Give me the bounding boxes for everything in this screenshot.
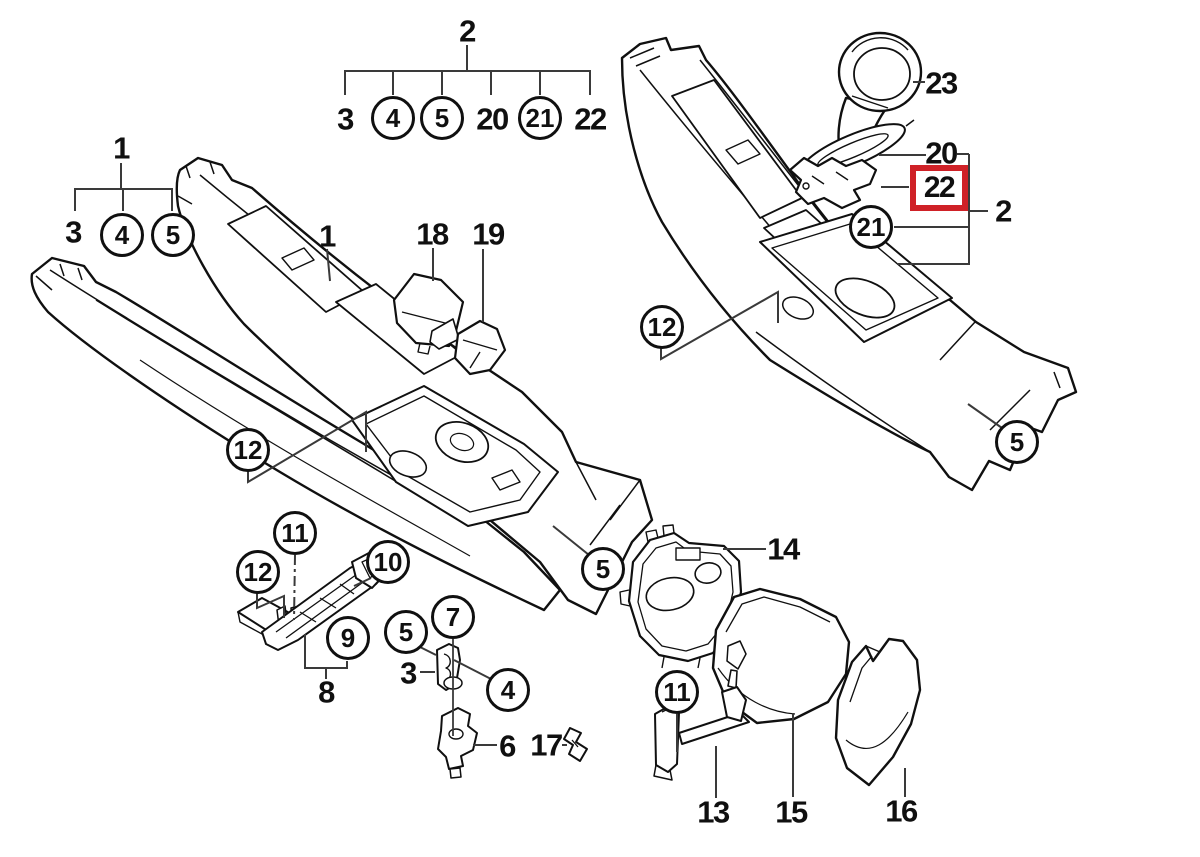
callout-part-5-left[interactable]: 5 — [581, 547, 625, 591]
callout-group1-title[interactable]: 1 — [113, 130, 130, 166]
callout-part-12-bottom[interactable]: 12 — [236, 550, 280, 594]
callout-part-16[interactable]: 16 — [885, 793, 918, 829]
callout-part-11-bottom[interactable]: 11 — [273, 511, 317, 555]
callout-part-15[interactable]: 15 — [775, 794, 808, 830]
callout-group2-22[interactable]: 22 — [574, 101, 607, 137]
part-18-drawing — [392, 272, 465, 355]
callout-group1-3[interactable]: 3 — [65, 214, 82, 250]
callout-part-4-bottom[interactable]: 4 — [486, 668, 530, 712]
callout-part-13[interactable]: 13 — [697, 794, 730, 830]
callout-part-17[interactable]: 17 — [530, 727, 563, 763]
callout-part-14[interactable]: 14 — [767, 531, 800, 567]
callout-group2-5[interactable]: 5 — [420, 96, 464, 140]
group-brackets — [74, 45, 591, 211]
callout-part-12-left[interactable]: 12 — [226, 428, 270, 472]
callout-part-8[interactable]: 8 — [318, 674, 335, 710]
part-6-drawing — [437, 707, 478, 779]
callout-part-19[interactable]: 19 — [472, 216, 505, 252]
callout-group2-ref[interactable]: 2 — [995, 193, 1012, 229]
callout-group1-5[interactable]: 5 — [151, 213, 195, 257]
center-console-drawing — [175, 156, 654, 616]
part-16-drawing — [834, 637, 922, 787]
callout-part-9[interactable]: 9 — [326, 616, 370, 660]
callout-part-20[interactable]: 20 — [925, 135, 958, 171]
callout-part-22-highlighted[interactable]: 22 — [910, 165, 968, 211]
part-22-drawing — [788, 156, 878, 210]
part-19-drawing — [453, 319, 507, 376]
callout-group1-4[interactable]: 4 — [100, 213, 144, 257]
left-console-drawing — [30, 256, 562, 612]
callout-part-21[interactable]: 21 — [849, 205, 893, 249]
callout-group2-21[interactable]: 21 — [518, 96, 562, 140]
callout-part-10[interactable]: 10 — [366, 540, 410, 584]
callout-part-3-bottom[interactable]: 3 — [400, 655, 417, 691]
callout-part-23[interactable]: 23 — [925, 65, 958, 101]
callout-part-7[interactable]: 7 — [431, 595, 475, 639]
callout-part-18[interactable]: 18 — [416, 216, 449, 252]
callout-group2-4[interactable]: 4 — [371, 96, 415, 140]
right-console-drawing — [620, 36, 1078, 492]
callout-group2-20[interactable]: 20 — [476, 101, 509, 137]
callout-part-12-right[interactable]: 12 — [640, 305, 684, 349]
callout-group2-3[interactable]: 3 — [337, 101, 354, 137]
leader-lines — [247, 81, 1003, 798]
part-3-5-7-clip-drawing — [436, 643, 463, 691]
callout-part-11-right[interactable]: 11 — [655, 670, 699, 714]
callout-part-5-bottom[interactable]: 5 — [384, 610, 428, 654]
callout-part-5-right[interactable]: 5 — [995, 420, 1039, 464]
callout-group2-title[interactable]: 2 — [459, 13, 476, 49]
callout-part-6[interactable]: 6 — [499, 728, 516, 764]
callout-console-1[interactable]: 1 — [319, 218, 336, 254]
part-17-drawing — [563, 727, 588, 762]
